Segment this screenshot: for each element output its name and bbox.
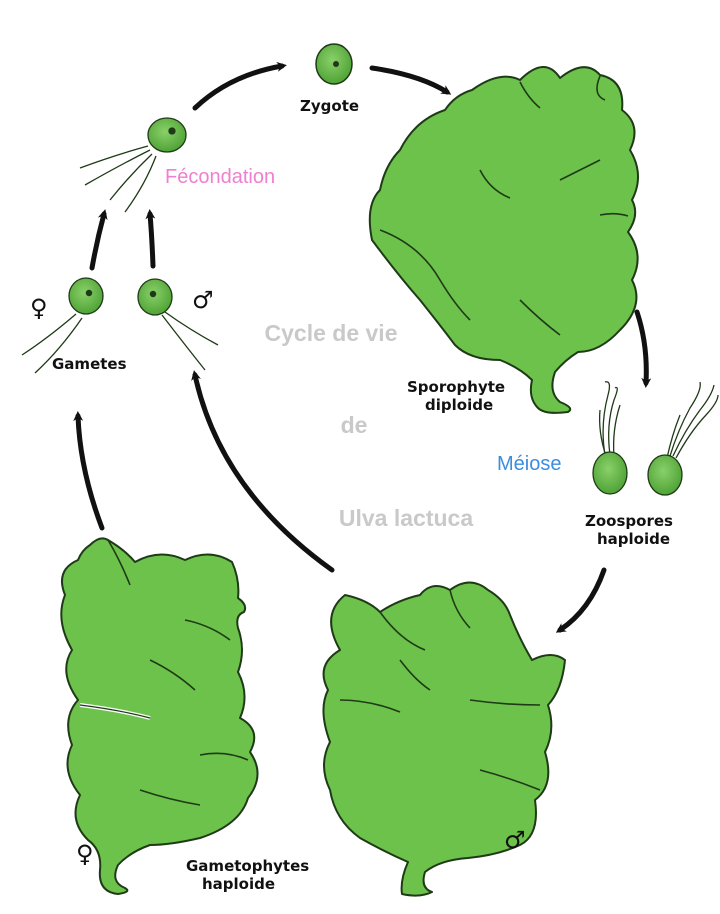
arrow-male-gamete-to-fertilization (145, 209, 156, 269)
cycle-arrows (73, 61, 652, 633)
title-line-2: de (340, 412, 368, 438)
male-gamete-cell (137, 278, 219, 371)
gametes-label: Gametes (52, 355, 127, 373)
female-symbol-gametes: ♀ (30, 294, 48, 322)
sporophyte-thallus (368, 66, 639, 414)
gametophytes-label-line1: Gametophytes (186, 857, 310, 875)
arrow-male-gametophyte-to-male-gamete (191, 370, 335, 573)
gametophytes-label: Gametophytes haploide (186, 857, 309, 893)
sporophyte-label-line2: diploide (425, 396, 494, 414)
arrow-zoospores-to-male-gametophyte (555, 567, 607, 633)
male-symbol-gametophyte: ♂ (504, 826, 526, 854)
arrow-female-gamete-to-fertilization (89, 209, 108, 271)
zygote-label: Zygote (300, 97, 360, 115)
zoospores-label-line2: haploide (597, 530, 671, 548)
zoospores-label: Zoospores haploide (585, 512, 673, 548)
male-gametophyte-thallus (322, 581, 566, 897)
fecondation-label: Fécondation (165, 166, 276, 188)
fertilization-cell (79, 117, 187, 213)
zoospore-cells (592, 381, 719, 496)
title-line-1: Cycle de vie (264, 320, 398, 346)
male-symbol-gametes: ♂ (192, 286, 214, 314)
female-gamete-cell (21, 277, 104, 374)
female-gametophyte-thallus (60, 537, 259, 895)
zoospores-label-line1: Zoospores (585, 512, 673, 530)
zygote-cell (315, 43, 353, 85)
meiose-label: Méiose (497, 453, 562, 475)
arrow-sporophyte-to-zoospores (634, 309, 652, 388)
title-line-3: Ulva lactuca (338, 505, 474, 531)
female-symbol-gametophyte: ♀ (76, 840, 94, 868)
sporophyte-label: Sporophyte diploide (407, 378, 505, 414)
arrow-zygote-to-sporophyte (369, 65, 452, 95)
arrow-fertilization-to-zygote (192, 61, 287, 111)
arrow-female-gametophyte-to-female-gamete (73, 411, 105, 531)
gametophytes-label-line2: haploide (202, 875, 276, 893)
sporophyte-label-line1: Sporophyte (407, 378, 506, 396)
